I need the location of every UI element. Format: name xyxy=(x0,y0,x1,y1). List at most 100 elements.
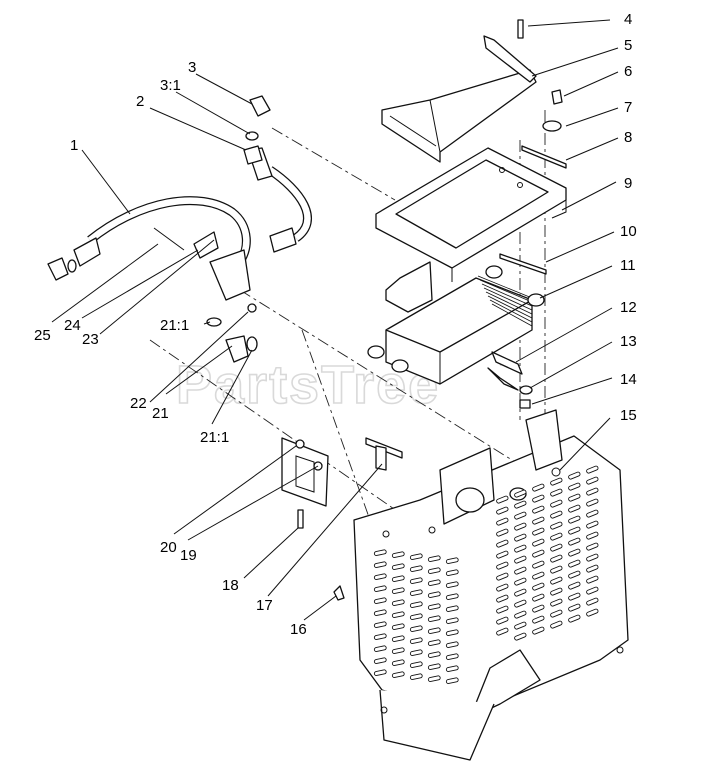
screw-16-icon xyxy=(333,585,345,601)
callout-5: 5 xyxy=(624,37,632,54)
oil-cooler xyxy=(367,265,545,385)
vent-slot xyxy=(532,527,545,536)
vent-slot xyxy=(391,575,405,582)
vent-slot xyxy=(373,549,387,556)
vent-slot xyxy=(532,505,545,514)
callout-20: 20 xyxy=(160,539,177,556)
adapter-2-icon xyxy=(243,145,263,165)
vent-slot xyxy=(532,494,545,503)
vent-slot xyxy=(391,551,405,558)
top-shield xyxy=(381,35,537,163)
vent-slot xyxy=(391,647,405,654)
vent-slot xyxy=(373,669,387,676)
o-ring-21-1-icon xyxy=(206,317,222,327)
vent-slot xyxy=(550,554,563,563)
clamp-12-icon xyxy=(491,351,523,375)
housing-vent-slots xyxy=(373,465,599,684)
vent-slot xyxy=(445,617,459,624)
vent-slot xyxy=(445,653,459,660)
vent-slot xyxy=(373,645,387,652)
callout-24: 24 xyxy=(64,317,81,334)
vent-slot xyxy=(586,553,599,562)
vent-slot xyxy=(496,528,509,537)
vent-slot xyxy=(427,567,441,574)
vent-slot xyxy=(409,565,423,572)
vent-slot xyxy=(568,548,581,557)
vent-slot xyxy=(550,477,563,486)
vent-slot xyxy=(568,559,581,568)
vent-slot xyxy=(373,585,387,592)
vent-slot xyxy=(550,620,563,629)
vent-slot xyxy=(373,609,387,616)
vent-slot xyxy=(514,599,527,608)
callout-6: 6 xyxy=(624,63,632,80)
callout-9: 9 xyxy=(624,175,632,192)
vent-slot xyxy=(568,614,581,623)
vent-slot xyxy=(496,583,509,592)
vent-slot xyxy=(427,651,441,658)
vent-slot xyxy=(409,553,423,560)
vent-slot xyxy=(514,577,527,586)
vent-slot xyxy=(514,533,527,542)
callout-8: 8 xyxy=(624,129,632,146)
vent-slot xyxy=(391,599,405,606)
mounting-frame xyxy=(375,147,567,313)
vent-slot xyxy=(496,616,509,625)
spacer-10-icon xyxy=(499,253,547,275)
callout-3: 3 xyxy=(188,59,196,76)
vent-slot xyxy=(514,522,527,531)
vent-slot xyxy=(532,615,545,624)
vent-slot xyxy=(550,565,563,574)
callout-17: 17 xyxy=(256,597,273,614)
valve-block-icon xyxy=(209,249,251,301)
callout-3-1: 3:1 xyxy=(160,77,181,94)
vent-slot xyxy=(373,657,387,664)
vent-slot xyxy=(373,573,387,580)
vent-slot xyxy=(514,489,527,498)
vent-slot xyxy=(568,504,581,513)
vent-slot xyxy=(586,542,599,551)
main-housing xyxy=(333,409,629,761)
vent-slot xyxy=(568,537,581,546)
vent-slot xyxy=(532,604,545,613)
callout-14: 14 xyxy=(620,371,637,388)
vent-slot xyxy=(586,476,599,485)
vent-slot xyxy=(496,561,509,570)
cooler-fins xyxy=(477,275,533,327)
vent-slot xyxy=(550,576,563,585)
vent-slot xyxy=(496,495,509,504)
vent-slot xyxy=(550,543,563,552)
vent-slot xyxy=(373,597,387,604)
screw-6-icon xyxy=(551,89,563,105)
vent-slot xyxy=(409,625,423,632)
vent-slot xyxy=(550,587,563,596)
vent-slot xyxy=(532,593,545,602)
vent-slot xyxy=(409,649,423,656)
vent-slot xyxy=(496,605,509,614)
vent-slot xyxy=(550,499,563,508)
vent-slot xyxy=(586,575,599,584)
callout-25: 25 xyxy=(34,327,51,344)
callout-16: 16 xyxy=(290,621,307,638)
bolt-4-icon xyxy=(517,19,524,39)
vent-slot xyxy=(568,603,581,612)
vent-slot xyxy=(586,608,599,617)
vent-slot xyxy=(496,517,509,526)
vent-slot xyxy=(445,629,459,636)
vent-slot xyxy=(391,623,405,630)
vent-slot xyxy=(586,586,599,595)
vent-slot xyxy=(532,571,545,580)
vent-slot xyxy=(409,613,423,620)
vent-slot xyxy=(586,597,599,606)
t-handle xyxy=(365,437,403,471)
vent-slot xyxy=(586,509,599,518)
vent-slot xyxy=(550,598,563,607)
mounting-plate xyxy=(281,437,329,529)
vent-slot xyxy=(445,641,459,648)
vent-slot xyxy=(409,577,423,584)
vent-slot xyxy=(373,621,387,628)
vent-slot xyxy=(391,563,405,570)
fitting-22-icon xyxy=(247,303,257,313)
vent-slot xyxy=(409,637,423,644)
bolt-18-icon xyxy=(297,509,304,529)
